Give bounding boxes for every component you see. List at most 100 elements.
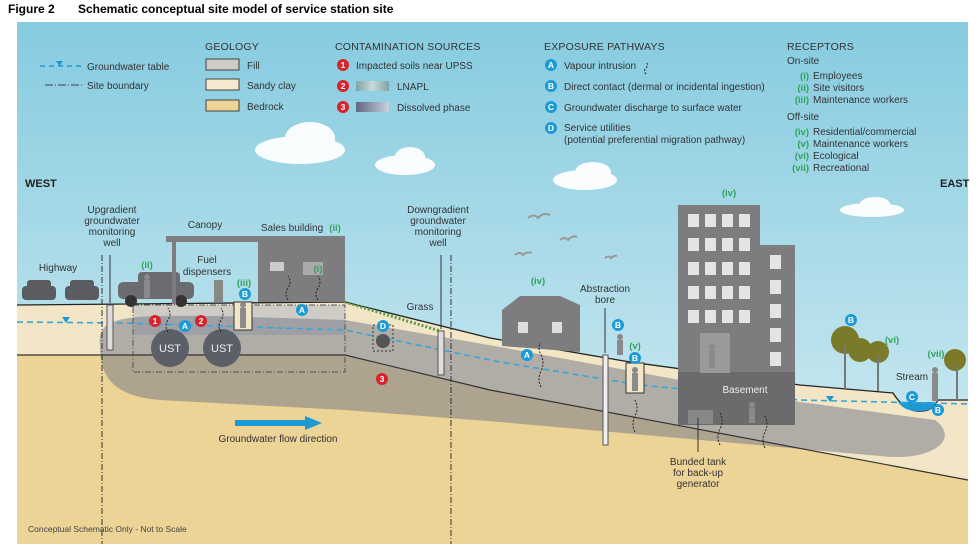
abstraction-bore-label: Abstraction	[580, 284, 630, 295]
label-line: monitoring	[89, 227, 136, 238]
abstraction-bore	[602, 354, 609, 446]
onsite-heading: On-site	[787, 56, 820, 67]
badge-b: B	[632, 353, 638, 363]
badge-2-icon	[337, 80, 349, 92]
water-table-symbol	[62, 317, 70, 323]
tag-vi: (vi)	[885, 335, 899, 346]
receptor-label: Maintenance workers	[813, 95, 908, 106]
badge-3-icon	[337, 101, 349, 113]
label-line: Upgradient	[88, 205, 137, 216]
pathway-letter: C	[548, 102, 554, 112]
tag-v: (v)	[629, 341, 641, 352]
upgradient-well	[106, 304, 114, 351]
ust-tank	[203, 329, 241, 367]
tag-iii: (iii)	[237, 278, 251, 289]
receptors-heading: RECEPTORS	[787, 41, 854, 53]
tag-ii: (ii)	[141, 260, 153, 271]
contam-num: 2	[341, 81, 346, 91]
receptor-label: Recreational	[813, 163, 869, 174]
legend-site-boundary: Site boundary	[87, 81, 149, 92]
abstraction-bore-label: bore	[595, 295, 615, 306]
clouds	[255, 122, 904, 217]
pathway-label: Service utilities	[564, 123, 631, 134]
contam-label: LNAPL	[397, 82, 429, 93]
contam-label: Impacted soils near UPSS	[356, 61, 473, 72]
contam-num: 3	[341, 102, 346, 112]
badge-a: A	[524, 350, 530, 360]
grass-label: Grass	[407, 302, 434, 313]
receptor-num: (vi)	[795, 151, 809, 162]
receptor-num: (ii)	[797, 83, 809, 94]
label-line: well	[102, 238, 120, 249]
label-line: groundwater	[410, 216, 466, 227]
tag-iv: (iv)	[531, 276, 545, 287]
badge-d: D	[380, 321, 386, 331]
grass	[344, 300, 441, 333]
pathway-letter: A	[548, 60, 554, 70]
vapour-arrow-symbol	[644, 61, 648, 75]
label-line: well	[428, 238, 446, 249]
site-boundary-box	[132, 304, 346, 373]
pathway-label-2: (potential preferential migration pathwa…	[564, 135, 745, 146]
receptor-label: Residential/commercial	[813, 127, 916, 138]
fuel-dispensers-label: Fuel	[197, 255, 216, 266]
label-line: monitoring	[415, 227, 462, 238]
pathway-label: Direct contact (dermal or incidental ing…	[564, 82, 765, 93]
west-label: WEST	[25, 178, 57, 190]
dissolved-swatch	[356, 102, 389, 112]
birds	[514, 213, 618, 260]
receptor-label: Ecological	[813, 151, 859, 162]
badge-c: C	[909, 392, 915, 402]
tag-ii: (ii)	[329, 223, 341, 234]
receptor-num: (iii)	[795, 95, 809, 106]
contam-label: Dissolved phase	[397, 103, 471, 114]
geology-fill: Fill	[247, 61, 260, 72]
canopy-pole	[172, 242, 176, 304]
house	[502, 296, 580, 352]
label-line: Downgradient	[407, 205, 469, 216]
badge-3: 3	[380, 374, 385, 384]
pathway-letter: D	[548, 123, 554, 133]
tag-iv: (iv)	[722, 188, 736, 199]
bunded-tank	[688, 410, 713, 424]
lnapl-swatch	[356, 81, 389, 91]
basement-label: Basement	[722, 385, 767, 396]
badge-a: A	[299, 305, 305, 315]
highway-cars	[22, 280, 99, 300]
receptor-num: (vii)	[792, 163, 809, 174]
pathways-heading: EXPOSURE PATHWAYS	[544, 41, 665, 53]
receptor-label: Site visitors	[813, 83, 864, 94]
figure-number: Figure 2	[8, 2, 55, 16]
receptor-num: (iv)	[795, 127, 809, 138]
service-pipe	[376, 334, 390, 348]
badge-2: 2	[199, 316, 204, 326]
pathway-letter: B	[548, 81, 554, 91]
badge-b: B	[615, 320, 621, 330]
stream-label: Stream	[896, 372, 928, 383]
fuel-dispenser	[214, 280, 223, 302]
window	[518, 322, 528, 333]
highway-label: Highway	[39, 263, 77, 274]
badge-b: B	[935, 405, 941, 415]
trees	[831, 326, 966, 400]
offsite-heading: Off-site	[787, 112, 819, 123]
canopy-label: Canopy	[188, 220, 222, 231]
receptor-tags: (ii) (ii) (iii) (i) (iv) (iv) (v) (vi) (…	[141, 188, 944, 360]
bedrock-swatch	[205, 99, 240, 112]
window	[270, 262, 284, 271]
contamination-heading: CONTAMINATION SOURCES	[335, 41, 481, 53]
people	[144, 274, 938, 423]
badge-c-icon	[545, 101, 557, 113]
tag-i: (i)	[314, 264, 323, 275]
groundwater-table-line	[16, 321, 969, 405]
canopy	[166, 236, 258, 242]
ust-label: UST	[159, 343, 181, 355]
receptor-num: (v)	[797, 139, 809, 150]
ust-tank	[151, 329, 189, 367]
scene-badges: 1 2 3 A A A B B B B B C D	[149, 288, 944, 416]
badge-b-icon	[545, 80, 557, 92]
sales-building-label: Sales building	[261, 223, 323, 234]
badge-d-icon	[545, 122, 557, 134]
bunded-tank-label: Bunded tank	[670, 457, 727, 468]
fuel-dispensers-label: dispensers	[183, 267, 231, 278]
